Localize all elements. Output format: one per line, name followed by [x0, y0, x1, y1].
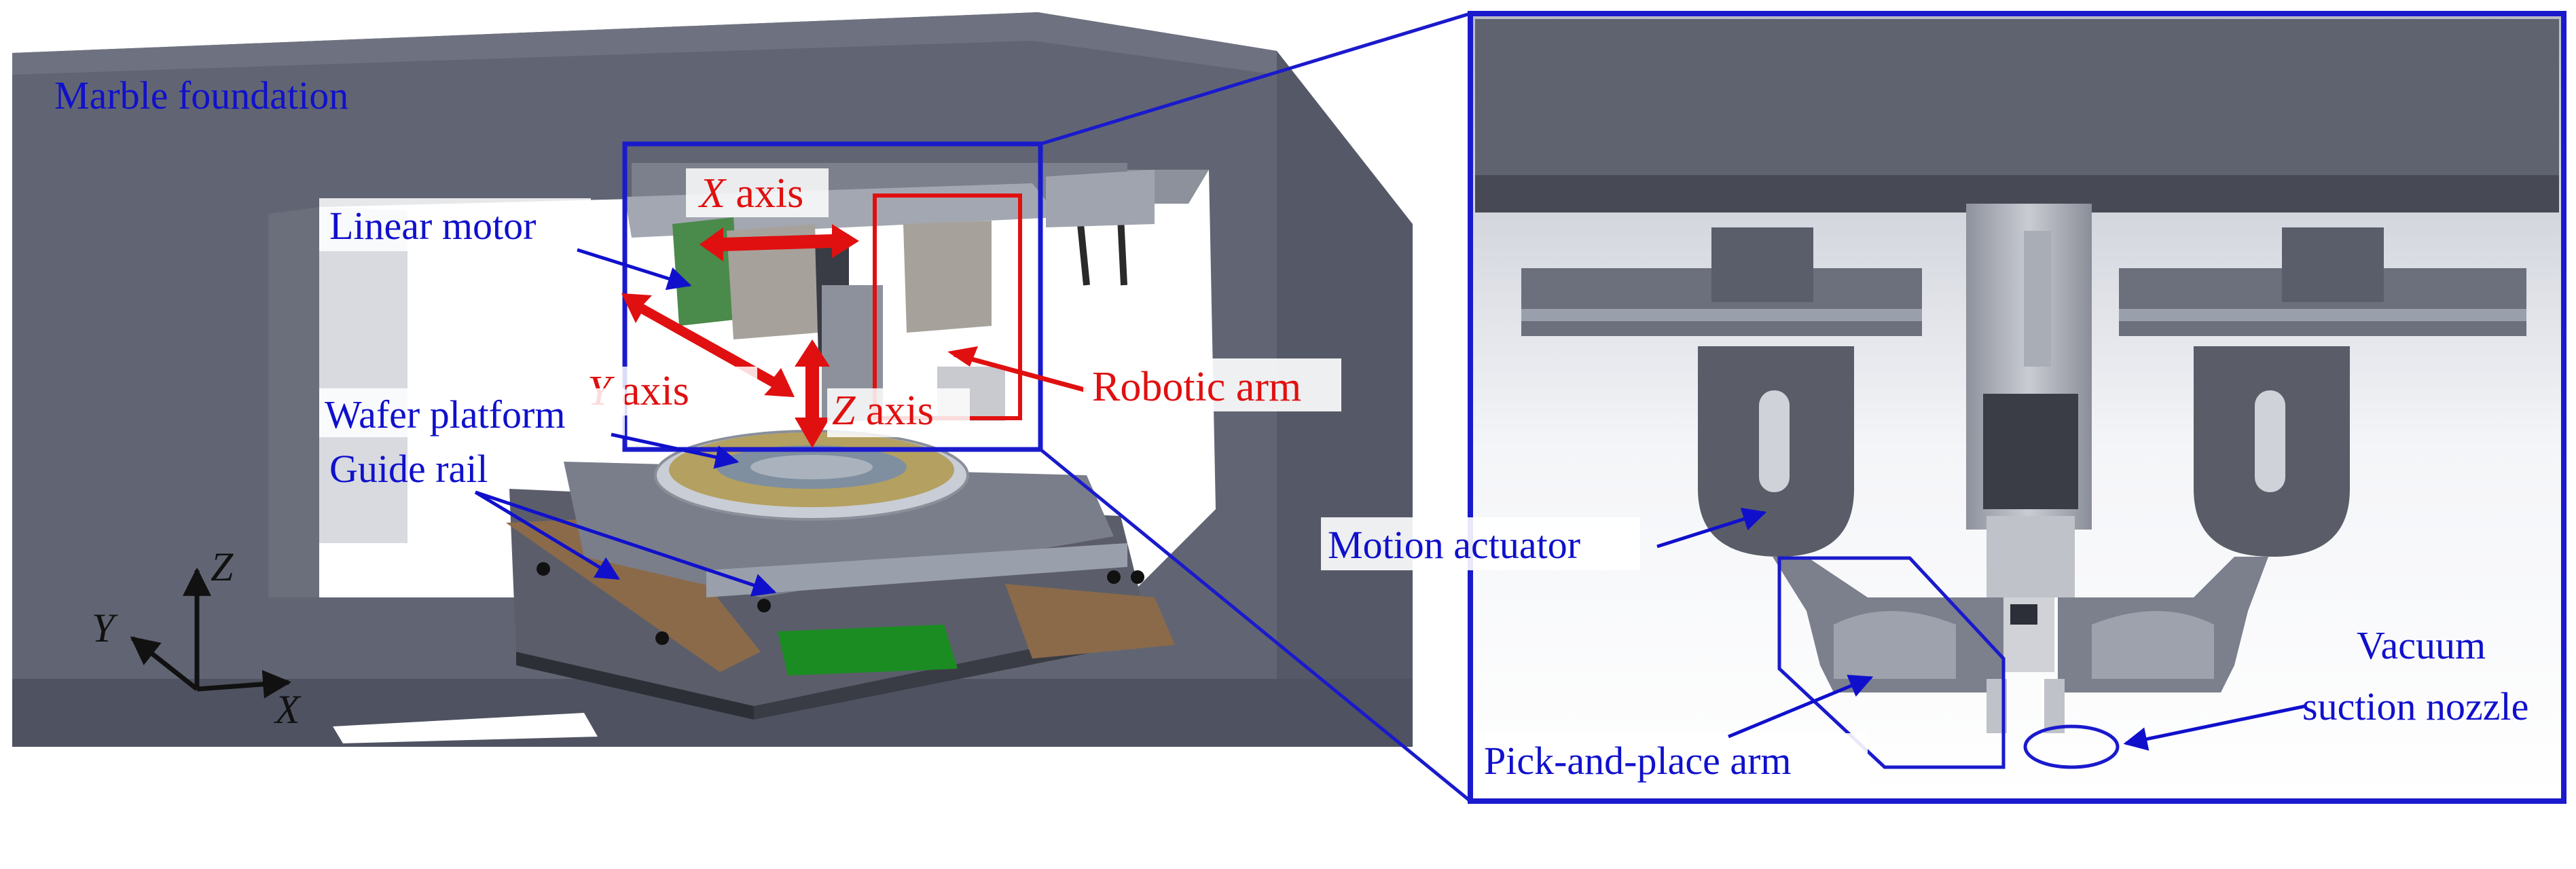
zoom-connector-bottom — [1039, 448, 1472, 802]
pick-and-place-outline — [1777, 556, 2006, 769]
zoom-detail-frame — [1468, 11, 2566, 804]
label-wafer-platform: Wafer platform — [325, 392, 565, 437]
guide-rail-pointer-1 — [474, 490, 620, 580]
z-axis-arrow — [795, 339, 830, 448]
label-robotic-arm: Robotic arm — [1092, 364, 1301, 410]
label-vacuum-line1: Vacuum — [2357, 623, 2486, 667]
x-axis-arrow — [700, 224, 859, 261]
z-axis-label-bg — [827, 388, 970, 437]
pick-and-place-pointer — [1728, 674, 1874, 739]
robotic-arm-label-bg — [1083, 358, 1341, 411]
motion-actuator-label-bg — [1321, 517, 1640, 570]
x-axis-label-bg — [686, 168, 829, 217]
label-linear-motor: Linear motor — [329, 204, 536, 248]
coord-x-label: X — [274, 687, 302, 732]
vacuum-nozzle-pointer — [2123, 704, 2306, 751]
wafer-platform-label-bg — [319, 388, 625, 437]
label-z-axis: Z axis — [832, 388, 934, 434]
coord-y-label: Y — [92, 606, 118, 650]
label-pick-and-place-arm: Pick-and-place arm — [1484, 739, 1792, 783]
zoom-connector-top — [1040, 12, 1471, 146]
coordinate-axes: Z Y X — [92, 544, 302, 732]
wafer-platform-pointer — [611, 432, 740, 469]
motion-actuator-pointer — [1656, 507, 1767, 549]
label-vacuum-line2: suction nozzle — [2302, 684, 2528, 728]
vacuum-nozzle-highlight — [2023, 724, 2120, 769]
label-x-axis: X axis — [697, 170, 803, 217]
label-marble-foundation: Marble foundation — [54, 73, 348, 117]
label-guide-rail: Guide rail — [329, 447, 488, 491]
robotic-arm-pointer — [954, 352, 1087, 393]
coord-z-label: Z — [211, 544, 234, 589]
zoom-detail-panel — [1470, 14, 2564, 801]
guide-rail-pointer-2 — [475, 490, 777, 597]
linear-motor-pointer — [577, 248, 692, 291]
label-motion-actuator: Motion actuator — [1328, 523, 1580, 567]
linear-motor-label-bg — [319, 198, 591, 251]
pick-and-place-label-bg — [1474, 733, 1868, 786]
